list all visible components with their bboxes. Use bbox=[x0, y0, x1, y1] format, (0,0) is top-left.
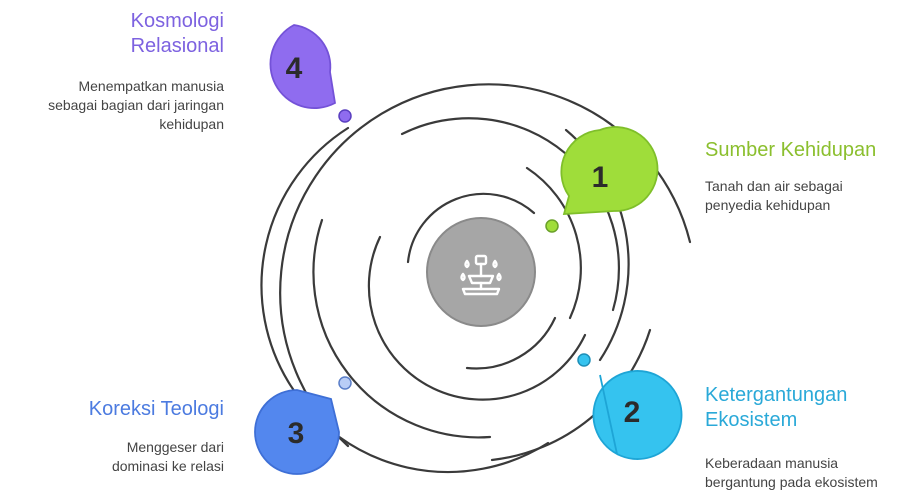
item-4-description-line: sebagai bagian dari jaringan bbox=[48, 97, 224, 113]
bubble-1-number: 1 bbox=[592, 161, 609, 194]
bubble-2 bbox=[592, 370, 683, 460]
bubble-4 bbox=[269, 24, 336, 109]
dot-3 bbox=[338, 376, 352, 390]
arc-10 bbox=[465, 316, 557, 370]
item-3-description-line: dominasi ke relasi bbox=[111, 458, 224, 474]
fountain-icon bbox=[460, 254, 502, 296]
marker-2: 2 bbox=[577, 353, 683, 460]
center-node bbox=[426, 217, 536, 327]
item-4-description-line: kehidupan bbox=[159, 116, 224, 132]
item-2-description: Keberadaan manusia bergantung pada ekosi… bbox=[705, 454, 878, 492]
dot-1 bbox=[545, 219, 559, 233]
arc-5 bbox=[490, 328, 652, 462]
arc-6 bbox=[312, 218, 492, 439]
marker-1: 1 bbox=[545, 126, 659, 233]
bubble-2-number: 2 bbox=[624, 396, 641, 429]
arc-8 bbox=[525, 166, 582, 320]
bubble-4-number: 4 bbox=[286, 52, 303, 85]
item-3-description: Menggeser dari dominasi ke relasi bbox=[112, 438, 224, 476]
item-1-description: Tanah dan air sebagai penyedia kehidupan bbox=[705, 177, 843, 215]
arc-9 bbox=[406, 192, 536, 264]
item-1-title: Sumber Kehidupan bbox=[705, 139, 877, 161]
item-3-description-line: Menggeser dari bbox=[126, 439, 224, 455]
item-4-description: Menempatkan manusia sebagai bagian dari … bbox=[48, 77, 224, 134]
item-3-title: Koreksi Teologi bbox=[88, 398, 224, 420]
marker-3: 3 bbox=[254, 376, 352, 475]
bubble-1 bbox=[560, 126, 659, 215]
marker-4: 4 bbox=[269, 24, 352, 123]
bubble-3 bbox=[254, 389, 340, 475]
dot-2 bbox=[577, 353, 591, 367]
arc-2 bbox=[260, 126, 550, 474]
item-4-title-line: Relasional bbox=[130, 35, 224, 57]
item-2-title-line: Ekosistem bbox=[705, 409, 798, 431]
item-4-title: Kosmologi Relasional bbox=[131, 9, 224, 59]
arc-7 bbox=[367, 235, 587, 401]
item-2-description-line: bergantung pada ekosistem bbox=[705, 474, 878, 490]
item-2-title: Ketergantungan Ekosistem bbox=[705, 383, 847, 433]
item-1-description-line: Tanah dan air sebagai bbox=[705, 178, 843, 194]
item-4-title-line: Kosmologi bbox=[130, 10, 224, 32]
item-1-description-line: penyedia kehidupan bbox=[705, 197, 831, 213]
item-2-title-line: Ketergantungan bbox=[705, 384, 848, 406]
dot-4 bbox=[338, 109, 352, 123]
item-4-description-line: Menempatkan manusia bbox=[78, 78, 224, 94]
bubble-3-number: 3 bbox=[288, 417, 305, 450]
item-2-description-line: Keberadaan manusia bbox=[705, 455, 839, 471]
